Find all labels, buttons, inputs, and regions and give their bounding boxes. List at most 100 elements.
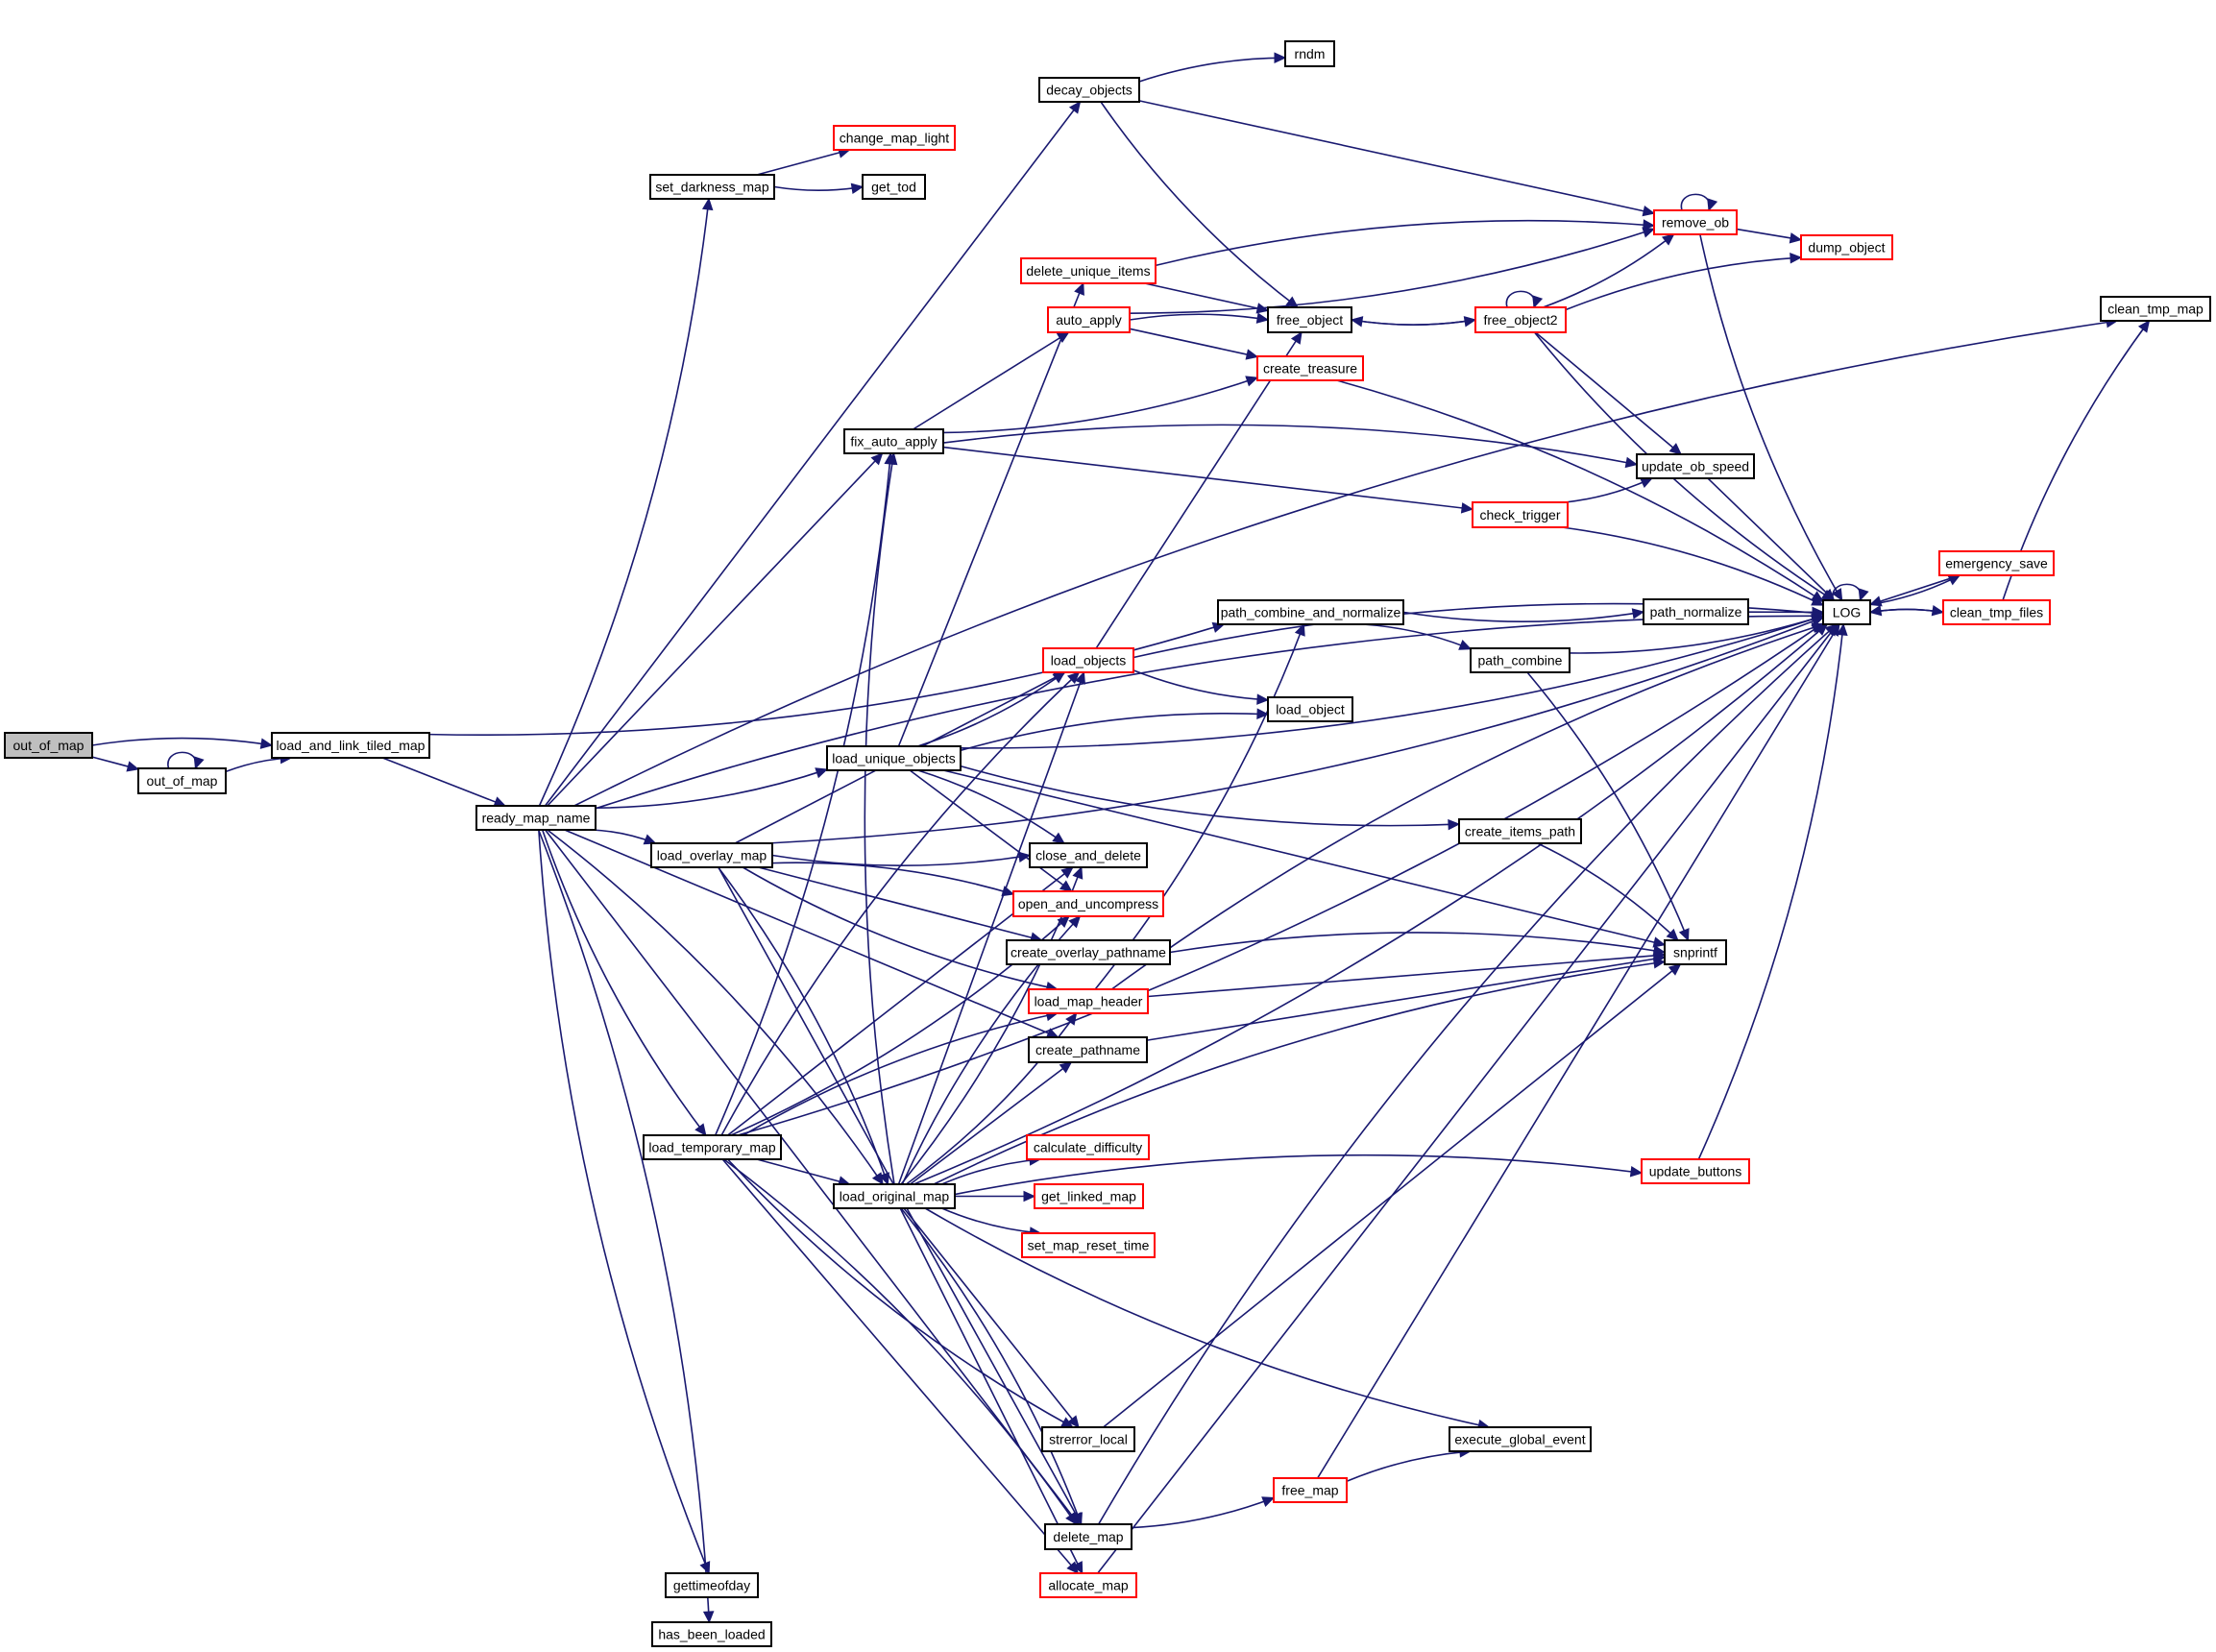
node-load-temporary-map[interactable]: load_temporary_map [643,1134,782,1160]
node-box [650,842,773,868]
arrowhead-icon [1065,1512,1078,1525]
node-strerror-local[interactable]: strerror_local [1041,1426,1135,1452]
node-emergency-save[interactable]: emergency_save [1938,550,2055,576]
edge-line [910,1061,1072,1185]
node-box [1026,1134,1150,1160]
node-gettimeofday[interactable]: gettimeofday [665,1572,759,1598]
edge-fix_auto_apply-to-update_ob_speed [942,424,1639,469]
edge-load_original_map-to-get_linked_map [955,1190,1036,1203]
node-calculate-difficulty[interactable]: calculate_difficulty [1026,1134,1150,1160]
node-clean-tmp-files[interactable]: clean_tmp_files [1942,599,2051,625]
edge-line [381,757,506,807]
node-out-of-map-root[interactable]: out_of_map [4,732,93,759]
edge-load_unique_objects-to-snprintf [942,769,1667,948]
edge-decay_objects-to-remove_ob [1138,100,1656,217]
node-label: path_combine_and_normalize [1221,605,1401,620]
node-box [2100,296,2211,322]
node-load-objects[interactable]: load_objects [1042,647,1134,673]
node-change-map-light[interactable]: change_map_light [833,125,956,151]
node-clean-tmp-map[interactable]: clean_tmp_map [2100,296,2211,322]
node-close-and-delete[interactable]: close_and_delete [1029,842,1148,868]
node-label: update_buttons [1649,1164,1742,1179]
node-load-original-map[interactable]: load_original_map [833,1183,956,1209]
edge-out_of_map_root-to-out_of_map [91,756,140,772]
node-remove-ob[interactable]: remove_ob [1653,209,1738,235]
node-label: create_items_path [1465,824,1575,839]
edge-load_temporary_map-to-fix_auto_apply [714,451,895,1136]
node-label: decay_objects [1046,83,1132,98]
node-box [1267,306,1352,333]
edge-line [758,866,1042,941]
edge-load_original_map-to-LOG [913,623,1829,1185]
node-snprintf[interactable]: snprintf [1664,939,1727,965]
nodes-layer: out_of_map out_of_map load_and_link_tiled_… [4,40,2211,1647]
node-allocate-map[interactable]: allocate_map [1039,1572,1137,1598]
node-box [1474,306,1567,333]
edge-line [1138,100,1655,214]
node-load-unique-objects[interactable]: load_unique_objects [826,745,962,771]
node-create-pathname[interactable]: create_pathname [1028,1036,1148,1063]
node-path-combine-and-normalize[interactable]: path_combine_and_normalize [1217,599,1404,625]
arrowhead-icon [1068,915,1082,929]
node-get-linked-map[interactable]: get_linked_map [1034,1183,1144,1209]
node-load-map-header[interactable]: load_map_header [1028,988,1149,1014]
edge-create_overlay_pathname-to-snprintf [1169,932,1667,957]
arrowhead-icon [1668,963,1682,976]
node-free-object2[interactable]: free_object2 [1474,306,1567,333]
edge-line [1100,101,1299,308]
node-rndm[interactable]: rndm [1284,40,1335,67]
node-free-map[interactable]: free_map [1273,1477,1348,1503]
edge-load_original_map-to-strerror_local [903,1207,1080,1428]
node-box [1636,453,1755,479]
node-open-and-uncompress[interactable]: open_and_uncompress [1012,890,1164,917]
node-auto-apply[interactable]: auto_apply [1047,306,1131,333]
node-box [1458,818,1582,844]
node-box [649,174,775,200]
node-get-tod[interactable]: get_tod [862,174,926,200]
node-load-and-link-tiled-map[interactable]: load_and_link_tiled_map [271,732,430,759]
node-box [1021,1232,1156,1258]
node-delete-unique-items[interactable]: delete_unique_items [1020,257,1157,284]
edge-load_temporary_map-to-load_objects [720,671,1081,1136]
node-dump-object[interactable]: dump_object [1800,234,1893,260]
node-ready-map-name[interactable]: ready_map_name [475,805,597,831]
node-load-object[interactable]: load_object [1267,696,1353,722]
node-path-normalize[interactable]: path_normalize [1643,598,1749,625]
edge-line [743,1012,1058,1136]
node-check-trigger[interactable]: check_trigger [1472,501,1569,528]
node-LOG[interactable]: LOG [1822,599,1871,625]
node-path-combine[interactable]: path_combine [1470,647,1571,673]
node-update-ob-speed[interactable]: update_ob_speed [1636,453,1755,479]
edge-line [1138,57,1286,83]
edge-line [1346,1450,1472,1483]
node-decay-objects[interactable]: decay_objects [1038,77,1140,103]
node-box [1029,842,1148,868]
node-label: open_and_uncompress [1018,896,1158,911]
arrowhead-icon [1642,205,1656,217]
node-execute-global-event[interactable]: execute_global_event [1449,1426,1592,1452]
node-create-items-path[interactable]: create_items_path [1458,818,1582,844]
node-label: path_normalize [1650,604,1742,620]
node-update-buttons[interactable]: update_buttons [1641,1158,1750,1184]
node-free-object[interactable]: free_object [1267,306,1352,333]
arrowhead-icon [1350,316,1364,328]
node-label: set_darkness_map [655,180,769,195]
edge-load_unique_objects-to-delete_unique_items [897,281,1084,747]
edge-line [91,737,273,746]
node-out-of-map[interactable]: out_of_map [137,767,227,794]
node-create-treasure[interactable]: create_treasure [1256,355,1364,381]
node-set-darkness-map[interactable]: set_darkness_map [649,174,775,200]
node-box [1449,1426,1592,1452]
node-set-map-reset-time[interactable]: set_map_reset_time [1021,1232,1156,1258]
arrowhead-icon [1631,608,1645,620]
arrowhead-icon [1067,671,1081,685]
arrowhead-icon [879,1172,890,1186]
node-create-overlay-pathname[interactable]: create_overlay_pathname [1006,939,1171,965]
node-delete-map[interactable]: delete_map [1044,1523,1132,1550]
node-fix-auto-apply[interactable]: fix_auto_apply [843,428,944,454]
node-label: LOG [1833,605,1862,620]
node-load-overlay-map[interactable]: load_overlay_map [650,842,773,868]
edge-line [1565,477,1653,503]
arrowhead-icon [1060,866,1074,879]
node-has-been-loaded[interactable]: has_been_loaded [651,1621,772,1647]
